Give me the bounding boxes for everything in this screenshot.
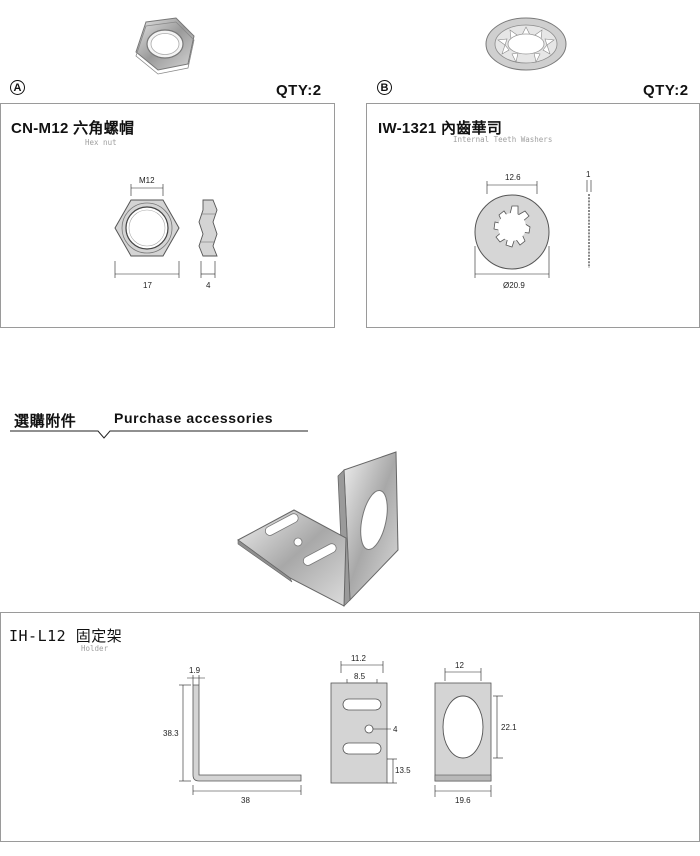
- panel-hex-nut: CN-M12 六角螺帽 Hex nut M12 17 4: [0, 103, 335, 328]
- accessories-title-en: Purchase accessories: [114, 410, 274, 426]
- hex-nut-drawing: M12 17 4: [114, 176, 218, 290]
- holder-front-drawing: 11.2 8.5 4 13.5: [330, 654, 411, 784]
- dim-side-thickness: 1.9: [189, 666, 201, 675]
- dim-width: 17: [143, 281, 152, 290]
- marker-a: A: [10, 80, 25, 95]
- marker-b: B: [377, 80, 392, 95]
- dim-back-width: 12: [455, 661, 464, 670]
- dim-thread: M12: [139, 176, 155, 185]
- dim-washer-thickness: 1: [586, 170, 591, 179]
- panel-washer: IW-1321 內齒華司 Internal Teeth Washers 12.6…: [366, 103, 700, 328]
- dim-thickness: 4: [206, 281, 211, 290]
- dim-side-height: 38.3: [163, 729, 179, 738]
- dim-front-slot: 8.5: [354, 672, 366, 681]
- dim-outer: Ø20.9: [503, 281, 525, 290]
- dim-front-bottom: 13.5: [395, 766, 411, 775]
- hex-nut-photo: [135, 17, 195, 75]
- model-holder: IH-L12 固定架: [9, 627, 123, 645]
- dim-inner: 12.6: [505, 173, 521, 182]
- qty-b: QTY:2: [643, 82, 689, 99]
- dim-back-total: 19.6: [455, 796, 471, 805]
- holder-back-drawing: 12 22.1 19.6: [434, 661, 517, 805]
- subtitle-washer: Internal Teeth Washers: [453, 135, 553, 144]
- subtitle-hex-nut: Hex nut: [85, 138, 117, 147]
- dim-front-width: 11.2: [351, 654, 367, 663]
- holder-side-drawing: 1.9 38.3 38: [163, 666, 302, 805]
- washer-drawing: 12.6 Ø20.9 1: [474, 170, 592, 290]
- dim-back-height: 22.1: [501, 723, 517, 732]
- panel-holder: IH-L12 固定架 Holder 1.9 38.3 38 11.2 8.5 4: [0, 612, 700, 842]
- washer-photo: [485, 17, 567, 71]
- subtitle-holder: Holder: [81, 644, 109, 653]
- accessories-title-cn: 選購附件: [14, 413, 77, 430]
- model-hex-nut: CN-M12 六角螺帽: [11, 120, 135, 137]
- dim-front-hole: 4: [393, 725, 398, 734]
- holder-photo: [237, 451, 399, 607]
- qty-a: QTY:2: [276, 82, 322, 99]
- model-washer: IW-1321 內齒華司: [378, 120, 503, 137]
- accessories-underline: [10, 430, 308, 439]
- dim-side-length: 38: [241, 796, 250, 805]
